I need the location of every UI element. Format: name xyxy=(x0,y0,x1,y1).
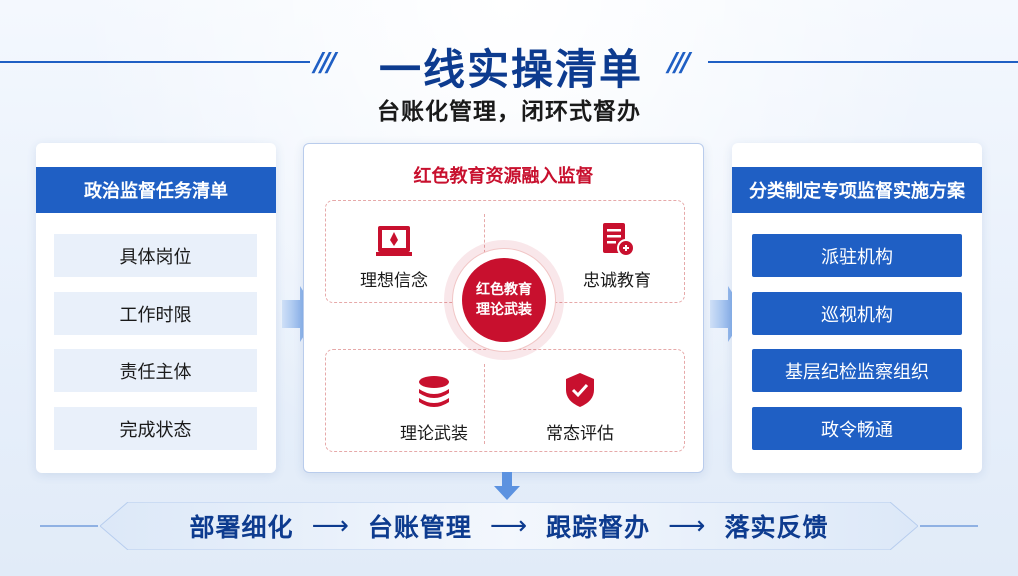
title-rule-left xyxy=(0,61,310,63)
quadrant-label: 理想信念 xyxy=(360,271,428,291)
special-plan-title: 分类制定专项监督实施方案 xyxy=(732,167,982,213)
flow-arrow-icon: ⟶ xyxy=(489,511,529,541)
plan-item: 巡视机构 xyxy=(752,292,962,335)
down-arrow-icon xyxy=(494,472,520,500)
flow-step: 台账管理 xyxy=(367,513,472,542)
flow-step: 跟踪督办 xyxy=(546,513,651,542)
document-badge-icon xyxy=(603,223,635,257)
flow-arrow-icon: ⟶ xyxy=(311,511,350,541)
banner-rule-right xyxy=(920,525,978,527)
core-label-line1: 红色教育 xyxy=(476,282,532,298)
slash-ornament-left-icon: /// xyxy=(314,48,336,78)
flow-arrow-icon: ⟶ xyxy=(668,511,707,541)
page-title: 一线实操清单 xyxy=(378,45,643,94)
special-plan-panel: 分类制定专项监督实施方案 派驻机构 巡视机构 基层纪检监察组织 政令畅通 xyxy=(732,143,982,473)
flow-step: 部署细化 xyxy=(189,513,294,542)
red-education-panel: 红色教育资源融入监督 理想信念 忠诚教育 理论武装 常态评估 红色教育 理论武装 xyxy=(303,143,704,473)
plan-item: 基层纪检监察组织 xyxy=(752,349,962,392)
red-education-title: 红色教育资源融入监督 xyxy=(413,166,594,187)
header: /// 一线实操清单 /// xyxy=(0,34,1018,94)
quadrant-label: 忠诚教育 xyxy=(583,271,651,291)
plan-item: 派驻机构 xyxy=(752,234,962,277)
flow-steps: 部署细化 ⟶ 台账管理 ⟶ 跟踪督办 ⟶ 落实反馈 xyxy=(100,502,918,550)
flow-banner xyxy=(100,502,918,550)
core-label-line2: 理论武装 xyxy=(476,302,532,318)
banner-rule-left xyxy=(40,525,98,527)
quadrant-box-bottom xyxy=(325,349,685,452)
task-list-item: 责任主体 xyxy=(54,349,257,392)
task-list-item: 工作时限 xyxy=(54,292,257,335)
page-subtitle: 台账化管理，闭环式督办 xyxy=(377,99,641,125)
book-emblem-icon xyxy=(376,226,412,256)
shield-check-icon xyxy=(566,373,594,407)
quadrant-label: 常态评估 xyxy=(546,424,614,444)
flow-step: 落实反馈 xyxy=(724,513,829,542)
divider xyxy=(484,364,485,444)
title-rule-right xyxy=(708,61,1018,63)
stacked-layers-icon xyxy=(419,376,449,407)
slash-ornament-right-icon: /// xyxy=(668,48,690,78)
task-list-item: 具体岗位 xyxy=(54,234,257,277)
task-list-item: 完成状态 xyxy=(54,407,257,450)
quadrant-label: 理论武装 xyxy=(400,424,468,444)
plan-item: 政令畅通 xyxy=(752,407,962,450)
task-list-title: 政治监督任务清单 xyxy=(36,167,276,213)
core-circle: 红色教育 理论武装 xyxy=(462,258,546,342)
task-list-panel: 政治监督任务清单 具体岗位 工作时限 责任主体 完成状态 xyxy=(36,143,276,473)
